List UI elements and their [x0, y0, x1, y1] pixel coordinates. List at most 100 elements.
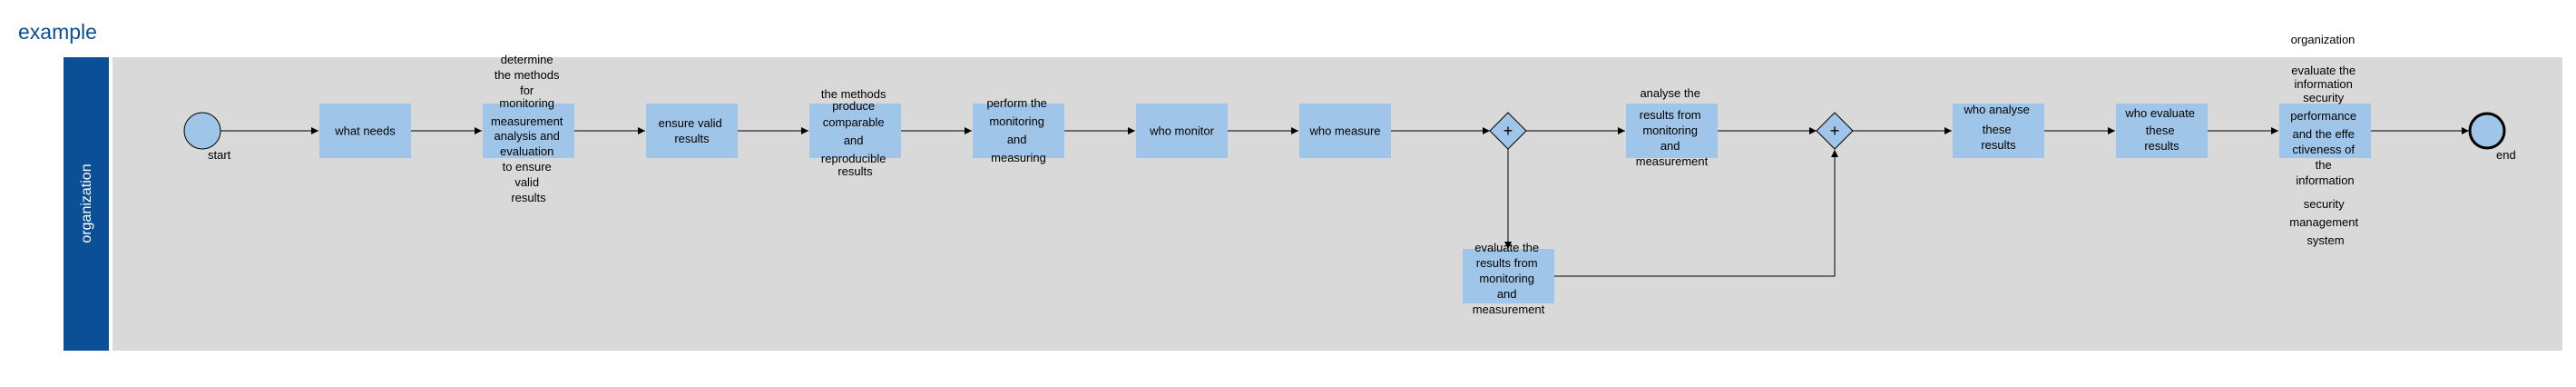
task-label-line: results from [1476, 256, 1538, 270]
lane-label: organization [79, 164, 94, 243]
task-label-line: evaluate the [1474, 241, 1539, 254]
task-label-line: measurement [1473, 303, 1545, 316]
task-what-needs: what needs [319, 104, 411, 158]
task-perform-monitoring: perform the monitoring and measuring [973, 96, 1064, 164]
parallel-gateway-1-symbol: + [1503, 122, 1513, 140]
task-label-line: the methods [495, 68, 560, 82]
task-ensure-valid-results: ensure valid results [646, 104, 738, 158]
task-box [1463, 249, 1554, 303]
task-label: evaluate the information security perfor… [2290, 64, 2360, 187]
task-label: ensure valid results [659, 116, 726, 145]
annotation-organization: organization [2291, 33, 2356, 46]
task-box [483, 104, 574, 158]
task-who-measure: who measure [1299, 104, 1391, 158]
task-box [2116, 104, 2208, 158]
task-label-line: and [1007, 133, 1027, 146]
task-label-line: results [837, 164, 873, 178]
task-label-line: results [2144, 139, 2179, 153]
task-label-line: analyse the [1640, 86, 1700, 100]
task-label: perform the monitoring and measuring [986, 96, 1050, 164]
task-label-line: monitoring [1642, 124, 1698, 137]
task-label-line: information [2296, 174, 2354, 187]
task-label-line: analysis and [495, 129, 560, 143]
task-label: who evaluate these results [2124, 106, 2198, 153]
task-who-analyse: who analyse these results [1953, 103, 2044, 158]
start-event-label: start [208, 148, 231, 162]
task-label-line: performance [2290, 109, 2356, 123]
task-label-line: to ensure [503, 160, 552, 174]
task-box [646, 104, 738, 158]
task-label: evaluate the results from monitoring and… [1473, 241, 1545, 316]
task-label-line: security [2303, 91, 2344, 104]
swimlane-organization: organization [64, 57, 2562, 351]
task-label: the methods produce comparable and repro… [821, 87, 889, 178]
task-label-line: for [520, 84, 534, 97]
annotation-line: system [2307, 233, 2344, 247]
parallel-gateway-2-diamond [1816, 112, 1854, 150]
task-label-line: measurement [491, 114, 563, 128]
diagram-title: example [18, 20, 97, 44]
task-methods-comparable: the methods produce comparable and repro… [809, 87, 901, 178]
task-label-line: who monitor [1149, 124, 1214, 138]
start-event: start [183, 112, 231, 162]
task-box [809, 104, 901, 158]
task-label-line: results [511, 191, 546, 204]
task-label: what needs [334, 124, 396, 138]
task-label-line: produce [832, 99, 875, 113]
sequence-flows [220, 127, 2469, 277]
flow-evaluate-to-gateway2 [1554, 150, 1838, 277]
task-label-line: and the effe [2292, 127, 2354, 141]
task-label: analyse the results from monitoring and … [1636, 86, 1709, 168]
task-label-line: the [2316, 158, 2332, 172]
task-box [1136, 104, 1228, 158]
task-determine-methods: determine the methods for monitoring mea… [483, 53, 574, 204]
task-analyse-results: analyse the results from monitoring and … [1626, 86, 1718, 168]
lane-header [64, 57, 109, 351]
start-event-circle [183, 112, 221, 150]
task-label-line: determine [501, 53, 553, 66]
task-label-line: the methods [821, 87, 886, 101]
task-label-line: who measure [1308, 124, 1380, 138]
task-box [1299, 104, 1391, 158]
annotation-line: management [2289, 215, 2358, 229]
task-label-line: measurement [1636, 154, 1709, 168]
end-event-label: end [2496, 148, 2516, 162]
task-who-monitor: who monitor [1136, 104, 1228, 158]
task-label-line: perform the [986, 96, 1046, 110]
task-label-line: measuring [991, 151, 1046, 164]
task-box [2279, 104, 2371, 158]
task-label-line: information [2295, 77, 2353, 91]
task-label-line: reproducible [821, 152, 886, 165]
task-box [1626, 104, 1718, 158]
task-label-line: who analyse [1964, 103, 2030, 116]
task-box [973, 104, 1064, 158]
lane-body [113, 57, 2562, 351]
task-label: who measure [1308, 124, 1380, 138]
task-label: who analyse these results [1964, 103, 2033, 152]
task-label-line: ensure valid [659, 116, 722, 130]
task-label-line: results from [1640, 108, 1701, 122]
task-label-line: monitoring [989, 114, 1044, 128]
task-label-line: what needs [334, 124, 396, 138]
parallel-gateway-2: + [1816, 112, 1854, 150]
task-label-line: these [2146, 124, 2175, 137]
parallel-gateway-2-symbol: + [1830, 122, 1840, 140]
task-label: determine the methods for monitoring mea… [491, 53, 566, 204]
task-label-line: results [1981, 138, 2016, 152]
task-label-line: results [674, 132, 710, 145]
task-who-evaluate: who evaluate these results [2116, 104, 2208, 158]
task-evaluate-isp: evaluate the information security perfor… [2279, 64, 2371, 187]
annotation-security-management-system: security management system [2289, 197, 2362, 247]
task-label-line: evaluate the [2291, 64, 2356, 77]
task-evaluate-results: evaluate the results from monitoring and… [1463, 241, 1554, 316]
annotation-line: security [2304, 197, 2345, 211]
task-label-line: and [844, 134, 864, 147]
parallel-gateway-1-diamond [1489, 112, 1527, 150]
task-label-line: monitoring [499, 96, 554, 110]
task-label-line: and [1660, 139, 1680, 153]
task-label-line: comparable [823, 115, 885, 129]
task-label-line: and [1497, 287, 1517, 301]
task-label-line: monitoring [1479, 272, 1534, 285]
task-box [319, 104, 411, 158]
